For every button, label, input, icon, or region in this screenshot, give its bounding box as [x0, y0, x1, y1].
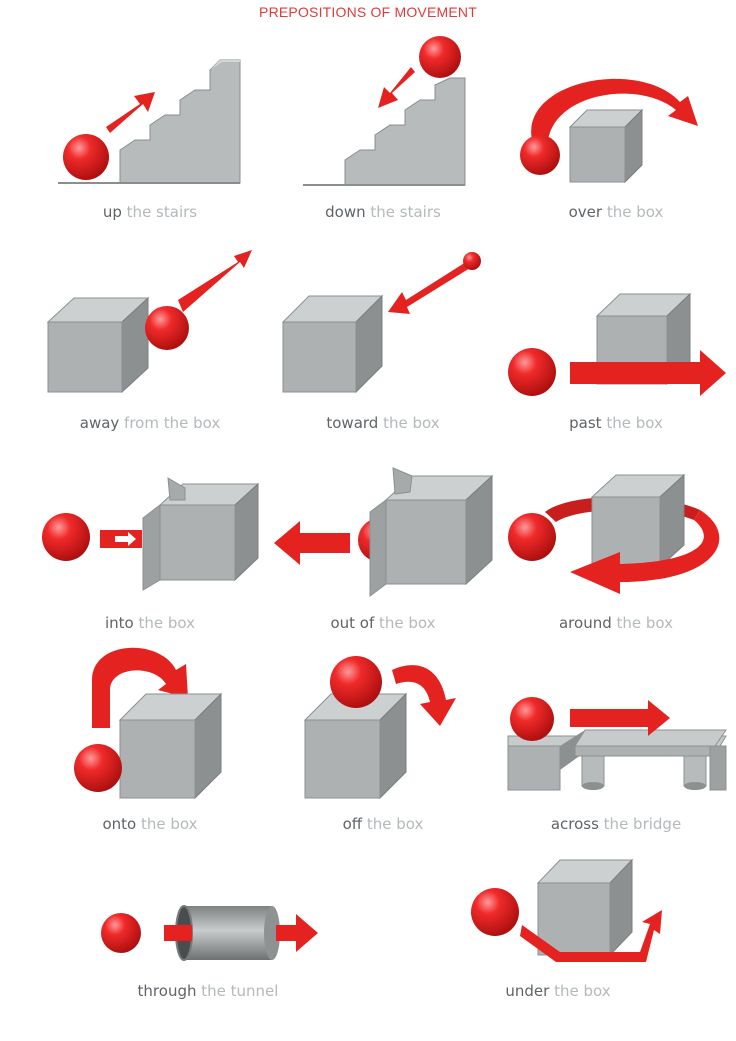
- keyword: toward: [326, 414, 379, 432]
- keyword: off: [342, 815, 363, 833]
- under-the-box-figure: [471, 858, 662, 962]
- caption-over: over the box: [496, 203, 736, 221]
- caption-out-of: out of the box: [263, 614, 503, 632]
- caption-rest: the box: [133, 614, 195, 632]
- across-the-bridge-figure: [507, 697, 727, 791]
- into-the-box-figure: [42, 477, 260, 591]
- out-of-the-box-figure: [274, 467, 494, 597]
- off-the-box-figure: [303, 656, 456, 800]
- onto-arrow: [92, 647, 188, 728]
- caption-rest: the box: [549, 982, 611, 1000]
- keyword: up: [102, 203, 122, 221]
- keyword: under: [505, 982, 550, 1000]
- ball: [508, 513, 556, 561]
- down-arrow: [378, 67, 415, 108]
- keyword: down: [325, 203, 366, 221]
- bridge-pillar: [581, 755, 605, 787]
- off-arrow: [392, 665, 456, 726]
- caption-rest: the bridge: [598, 815, 682, 833]
- onto-the-box-figure: [74, 647, 223, 800]
- over-arrow: [531, 78, 698, 140]
- down-the-stairs-figure: [303, 36, 466, 186]
- up-the-stairs-figure: [58, 59, 241, 184]
- away-from-the-box-figure: [46, 250, 252, 394]
- tunnel-body: [184, 906, 272, 960]
- keyword: through: [137, 982, 197, 1000]
- keyword: away: [79, 414, 120, 432]
- caption-past: past the box: [496, 414, 736, 432]
- under-arrow: [520, 910, 662, 962]
- toward-the-box-figure: [281, 252, 481, 394]
- ball: [63, 134, 109, 180]
- through-the-tunnel-figure: [101, 905, 318, 961]
- ball: [508, 348, 556, 396]
- caption-onto: onto the box: [30, 815, 270, 833]
- caption-away: away from the box: [30, 414, 270, 432]
- box-flap: [392, 467, 413, 495]
- caption-across: across the bridge: [496, 815, 736, 833]
- ball: [101, 913, 141, 953]
- ball: [510, 697, 554, 741]
- through-arrow: [276, 914, 318, 952]
- ball: [520, 135, 560, 175]
- caption-rest: the stairs: [121, 203, 198, 221]
- around-the-box-figure: [508, 473, 720, 594]
- page-title: PREPOSITIONS OF MOVEMENT: [259, 4, 477, 20]
- away-arrow: [178, 250, 252, 312]
- caption-rest: the box: [374, 614, 436, 632]
- caption-rest: the box: [602, 203, 664, 221]
- caption-rest: the box: [378, 414, 440, 432]
- ball: [471, 888, 519, 936]
- over-the-box-figure: [520, 78, 698, 184]
- box-flap: [142, 503, 161, 591]
- past-arrow: [570, 350, 726, 396]
- caption-rest: the tunnel: [196, 982, 279, 1000]
- keyword: into: [104, 614, 134, 632]
- box-flap: [167, 477, 186, 501]
- caption-rest: from the box: [119, 414, 221, 432]
- caption-rest: the stairs: [365, 203, 441, 221]
- caption-rest: the box: [362, 815, 424, 833]
- across-arrow: [570, 700, 670, 736]
- caption-rest: the box: [611, 614, 674, 632]
- ball: [330, 656, 382, 708]
- bridge-pillar: [683, 755, 707, 787]
- keyword: around: [558, 614, 612, 632]
- through-arrow: [164, 925, 192, 941]
- ball: [42, 513, 90, 561]
- stairs-shape: [303, 77, 466, 186]
- ball: [419, 36, 461, 78]
- keyword: past: [569, 414, 602, 432]
- caption-up: up the stairs: [30, 203, 270, 221]
- keyword: across: [550, 815, 599, 833]
- toward-arrow: [388, 262, 470, 314]
- caption-off: off the box: [263, 815, 503, 833]
- caption-around: around the box: [496, 614, 736, 632]
- keyword: over: [568, 203, 603, 221]
- keyword: out of: [330, 614, 375, 632]
- out-of-arrow: [274, 521, 350, 565]
- caption-toward: toward the box: [263, 414, 503, 432]
- keyword: onto: [102, 815, 137, 833]
- around-arrow-front: [570, 510, 720, 594]
- up-arrow: [106, 92, 155, 133]
- ball: [463, 252, 481, 270]
- ball: [74, 744, 122, 792]
- caption-under: under the box: [438, 982, 678, 1000]
- ball: [145, 306, 189, 350]
- caption-through: through the tunnel: [88, 982, 328, 1000]
- box-flap: [369, 499, 387, 597]
- caption-down: down the stairs: [263, 203, 503, 221]
- past-the-box-figure: [508, 292, 726, 396]
- caption-rest: the box: [601, 414, 663, 432]
- caption-rest: the box: [136, 815, 198, 833]
- caption-into: into the box: [30, 614, 270, 632]
